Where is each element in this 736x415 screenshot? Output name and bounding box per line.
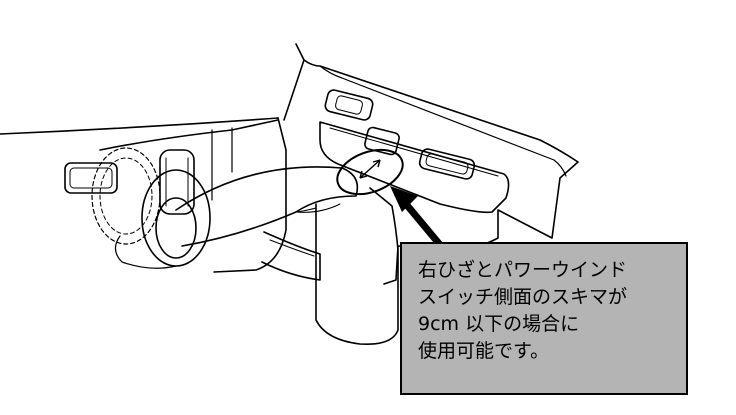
clearance-marker-icon	[359, 159, 381, 179]
callout-line-3: 9cm 以下の場合に	[418, 313, 580, 335]
door-pocket	[261, 231, 321, 281]
callout-line-2: スイッチ側面のスキマが	[418, 286, 628, 308]
window-switch-2	[418, 148, 476, 180]
clearance-circle	[336, 148, 404, 196]
steering-wheel-dashed	[91, 147, 161, 245]
callout-line-4: 使用可能です。	[418, 340, 550, 362]
pedal-block	[159, 149, 195, 215]
lock-switch	[324, 89, 374, 121]
window-switch-panel	[319, 121, 510, 214]
callout-line-1: 右ひざとパワーウインド	[418, 259, 628, 281]
dash-lower	[213, 117, 287, 273]
dash-vent	[64, 162, 118, 194]
knee-disk	[141, 169, 211, 267]
leg-shin	[315, 187, 399, 346]
leg-thigh	[175, 166, 359, 247]
dashboard-edge	[0, 117, 279, 135]
window-switch-1	[364, 126, 400, 156]
callout-note: 右ひざとパワーウインド スイッチ側面のスキマが 9cm 以下の場合に 使用可能で…	[400, 242, 688, 395]
